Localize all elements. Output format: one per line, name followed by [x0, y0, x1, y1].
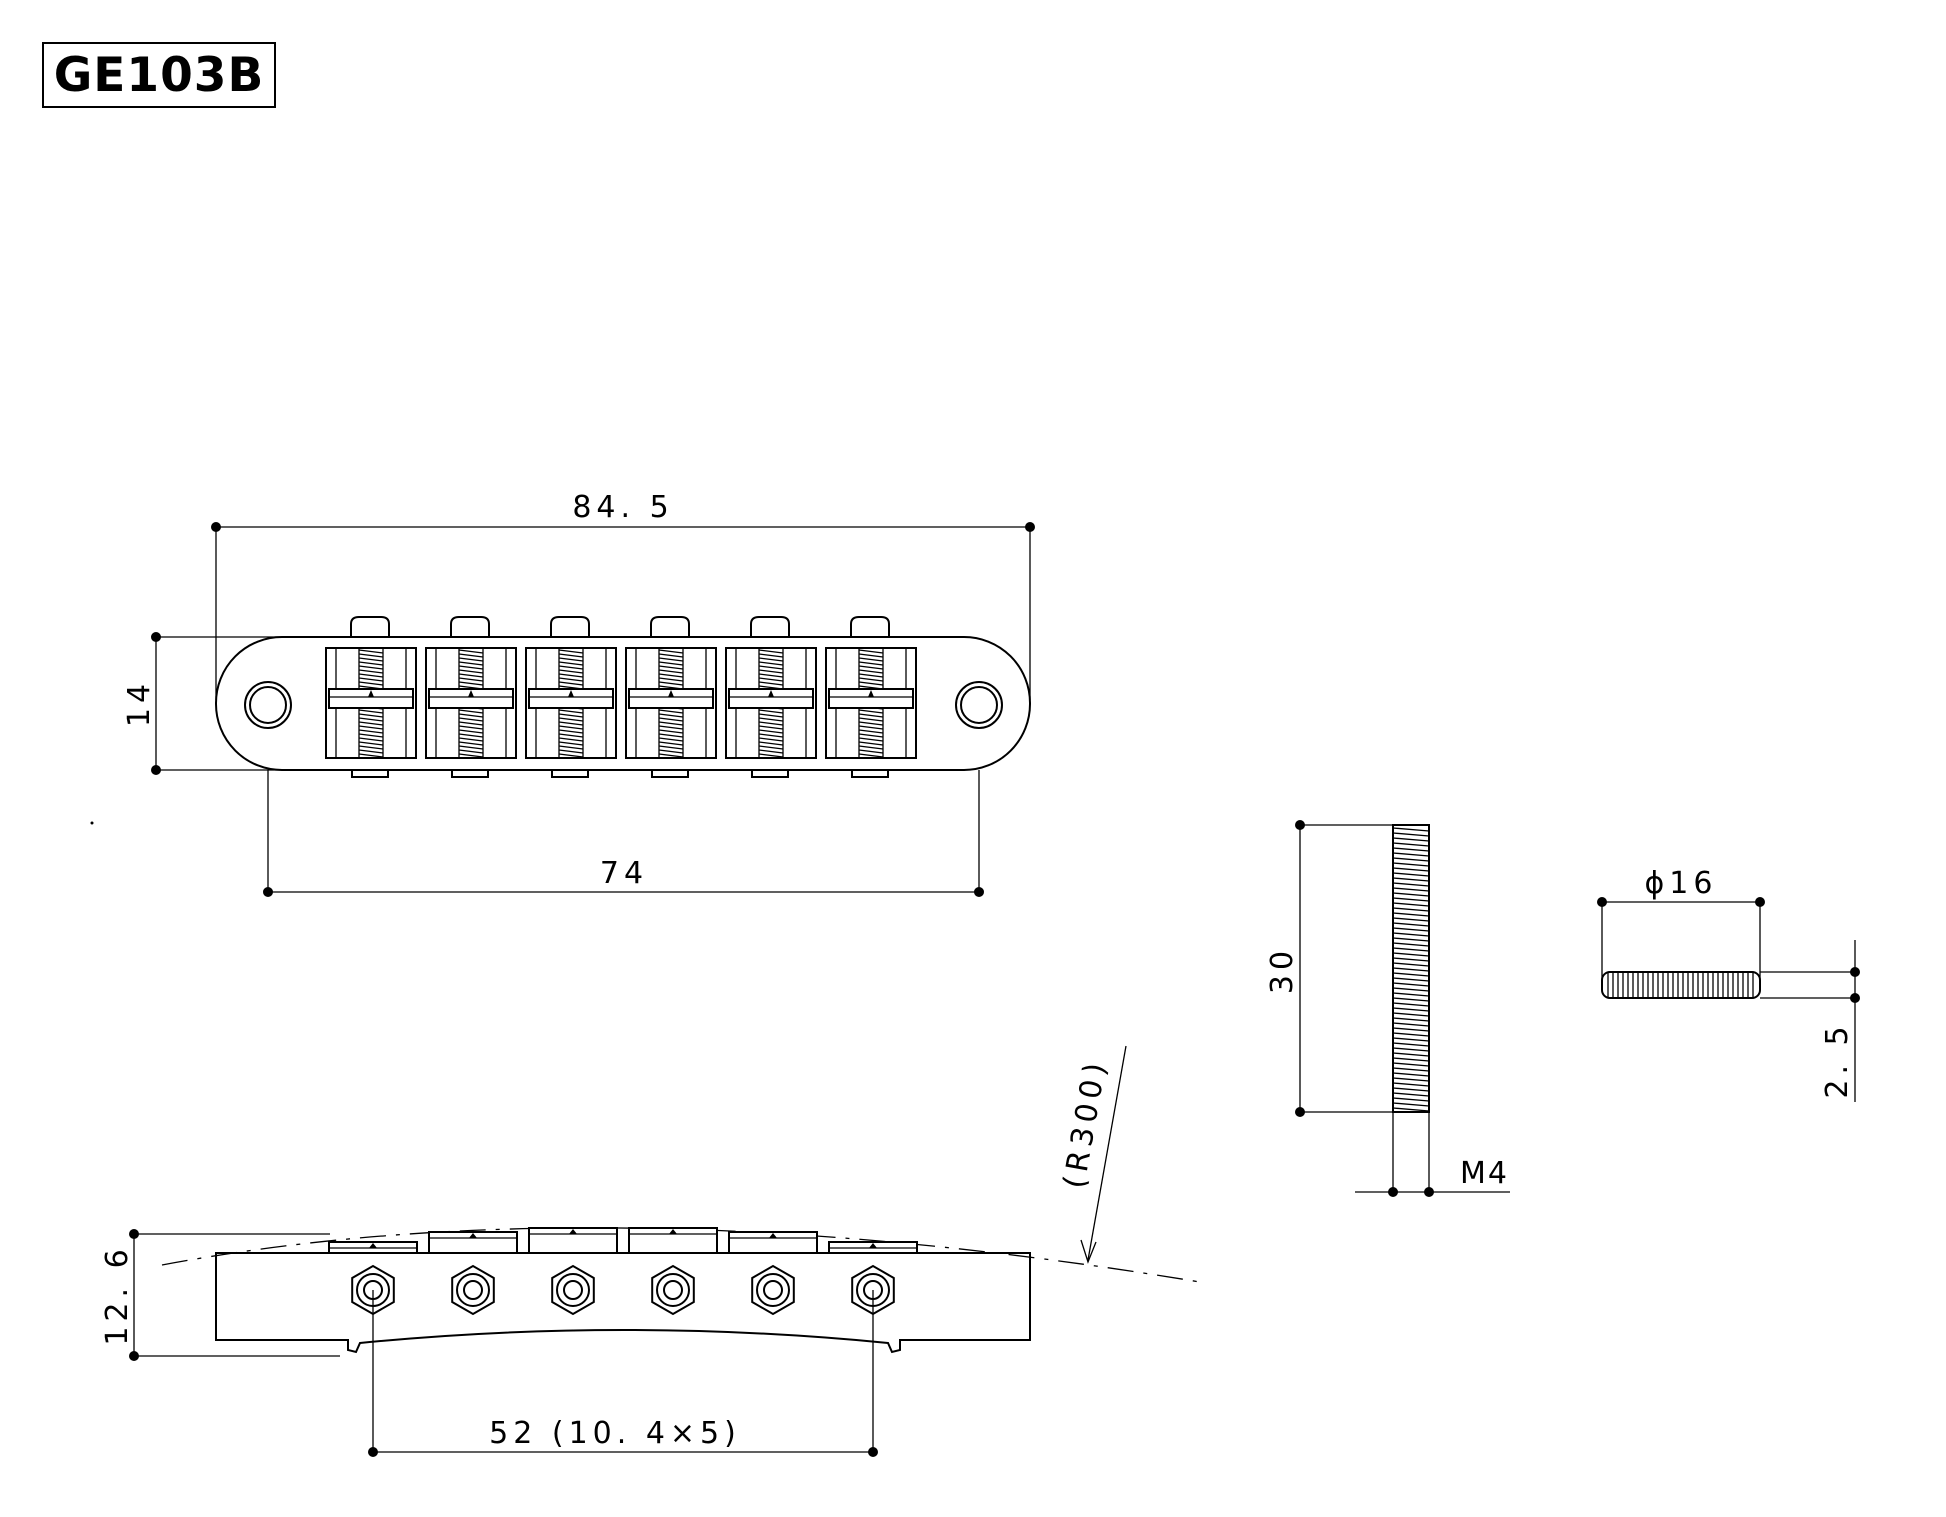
bridge-body-side	[215, 1252, 1031, 1354]
model-title: GE103B	[42, 42, 276, 108]
post-hole-left	[244, 681, 292, 729]
radius-arc	[161, 1227, 1201, 1283]
dim-height-side: 12. 6	[100, 1244, 135, 1345]
dim-wheel-thickness: 2. 5	[1820, 1021, 1855, 1098]
side-view: (R300) 12. 6 52 (10. 4×5)	[100, 1045, 1201, 1457]
hex-screw	[551, 1264, 595, 1316]
top-view: 84. 5 14 74	[122, 490, 1035, 897]
stud-view: 30 M4	[1265, 820, 1510, 1197]
hex-screw	[751, 1264, 795, 1316]
hex-screw	[451, 1264, 495, 1316]
dim-post-spacing: 74	[600, 856, 648, 891]
saddles-side	[328, 1227, 918, 1316]
saddle-side	[328, 1241, 418, 1254]
dim-string-spacing: 52 (10. 4×5)	[489, 1416, 741, 1451]
saddle-top	[725, 616, 817, 778]
dim-stud-length: 30	[1265, 946, 1300, 994]
saddle-side	[428, 1231, 518, 1254]
saddle-top	[825, 616, 917, 778]
hex-screw	[651, 1264, 695, 1316]
dim-stud-thread: M4	[1460, 1156, 1509, 1191]
dim-wheel-diameter: ϕ16	[1645, 866, 1718, 901]
thumb-wheel	[1601, 971, 1761, 999]
post-hole-right	[955, 681, 1003, 729]
saddle-side	[528, 1227, 618, 1254]
saddle-side	[828, 1241, 918, 1254]
dim-radius: (R300)	[1057, 1056, 1114, 1192]
saddles-top	[325, 616, 917, 778]
dim-overall-length: 84. 5	[572, 490, 673, 525]
bridge-body-top	[215, 636, 1031, 771]
saddle-top	[325, 616, 417, 778]
saddle-top	[425, 616, 517, 778]
wheel-view: ϕ16 2. 5	[1597, 866, 1860, 1102]
saddle-top	[525, 616, 617, 778]
saddle-side	[728, 1231, 818, 1254]
saddle-side	[628, 1227, 718, 1254]
dim-height-top: 14	[122, 679, 157, 727]
saddle-top	[625, 616, 717, 778]
